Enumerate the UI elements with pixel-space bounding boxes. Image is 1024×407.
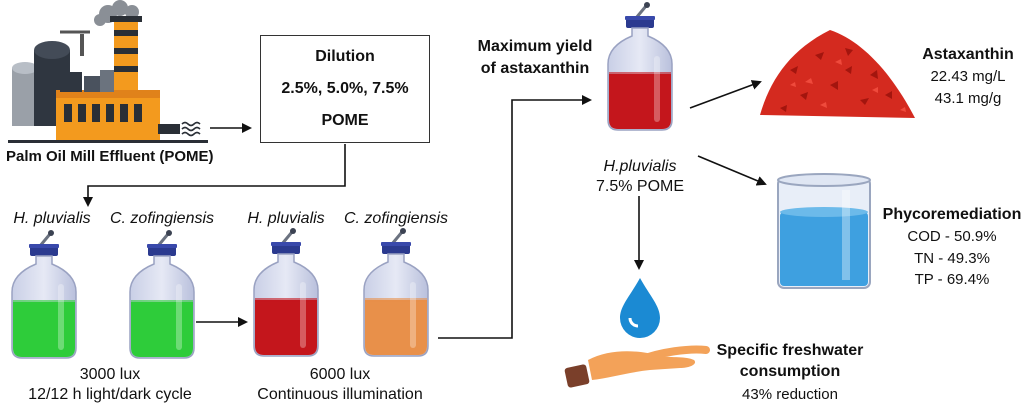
stage2-species-b: C. zofingiensis — [343, 210, 449, 227]
bottle-stage2-c-zofingiensis-icon — [363, 228, 429, 357]
astaxanthin-value2: 43.1 mg/g — [934, 90, 1002, 107]
bottle-best-h-pluvialis-icon — [607, 2, 673, 131]
factory-icon — [8, 0, 208, 143]
stage2-condition-line1: 6000 lux — [309, 366, 371, 383]
hand-icon — [564, 345, 710, 388]
astaxanthin-flakes-icon — [760, 30, 915, 118]
stage1-condition-line2: 12/12 h light/dark cycle — [28, 386, 192, 403]
phycoremediation-tn: TN - 49.3% — [914, 250, 990, 267]
freshwater-title-line2: consumption — [739, 363, 841, 380]
astaxanthin-title: Astaxanthin — [922, 46, 1014, 63]
dilution-title: Dilution — [315, 48, 375, 65]
stage2-condition-line2: Continuous illumination — [257, 386, 423, 403]
freshwater-title-line1: Specific freshwater — [716, 342, 864, 359]
arrow-to-astaxanthin — [689, 80, 762, 109]
astaxanthin-value1: 22.43 mg/L — [930, 68, 1006, 85]
phycoremediation-cod: COD - 50.9% — [907, 228, 997, 245]
stage1-species-a: H. pluvialis — [13, 210, 91, 227]
arrow-to-phycoremediation — [697, 155, 767, 186]
bottle-stage1-c-zofingiensis-icon — [129, 230, 195, 359]
treated-water-beaker-icon — [777, 173, 871, 289]
arrow-stage2-to-best — [438, 95, 592, 339]
stage1-condition-line1: 3000 lux — [79, 366, 141, 383]
dilution-medium: POME — [321, 112, 369, 129]
stage2-species-a: H. pluvialis — [247, 210, 325, 227]
water-drop-icon — [620, 278, 660, 338]
best-medium: 7.5% POME — [595, 178, 685, 195]
best-species: H.pluvialis — [603, 158, 677, 175]
dilution-box: Dilution 2.5%, 5.0%, 7.5% POME — [260, 35, 430, 143]
phycoremediation-title: Phycoremediation — [882, 206, 1022, 223]
dilution-concentrations: 2.5%, 5.0%, 7.5% — [281, 80, 409, 97]
arrow-dilution-to-stage1 — [83, 144, 346, 207]
best-heading-line1: Maximum yield — [477, 38, 593, 55]
factory-label: Palm Oil Mill Effluent (POME) — [6, 148, 214, 165]
bottle-stage2-h-pluvialis-icon — [253, 228, 319, 357]
stage1-species-b: C. zofingiensis — [109, 210, 215, 227]
phycoremediation-tp: TP - 69.4% — [914, 271, 990, 288]
bottle-stage1-h-pluvialis-icon — [11, 230, 77, 359]
best-heading-line2: of astaxanthin — [480, 60, 590, 77]
flow-arrows — [83, 80, 767, 339]
freshwater-value: 43% reduction — [742, 386, 838, 403]
